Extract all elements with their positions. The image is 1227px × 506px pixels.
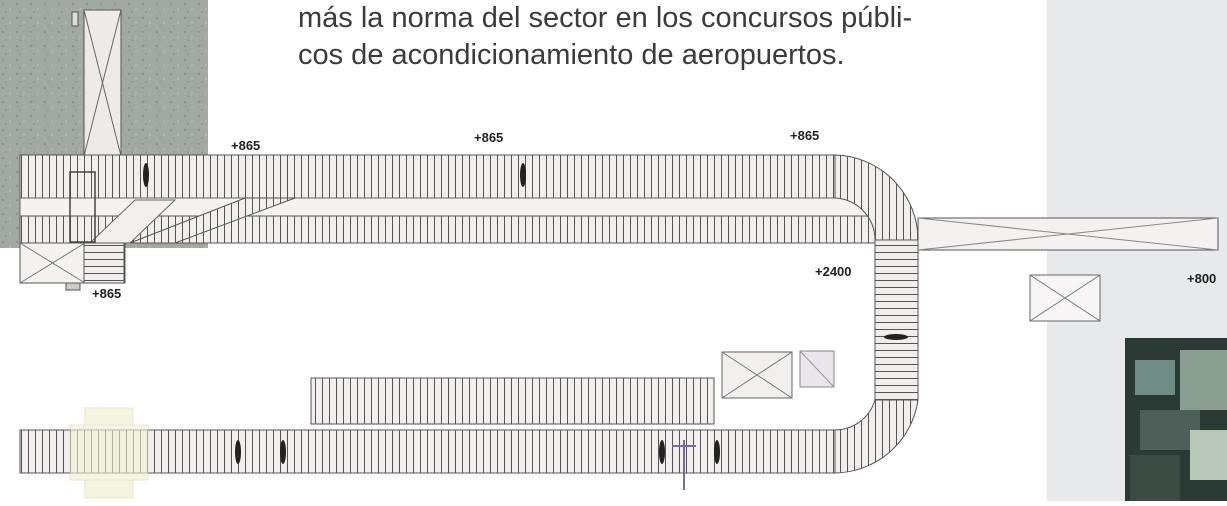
paragraph-line: cos de acondicionamiento de aeropuertos.	[298, 39, 845, 71]
elevation-label: +2400	[815, 264, 852, 279]
post-marker	[672, 440, 696, 490]
top-conveyor	[19, 154, 836, 199]
junction-box	[19, 171, 126, 291]
exit-conveyor	[917, 217, 1219, 251]
bottom-conveyor	[19, 429, 836, 474]
cross-marker	[69, 407, 149, 499]
middle-conveyor	[310, 377, 715, 425]
elevation-label: +865	[231, 138, 260, 153]
crossed-box-right	[1029, 274, 1101, 322]
elevation-label: +865	[92, 286, 121, 301]
body-paragraph: más la norma del sector en los concursos…	[298, 0, 1018, 74]
elevation-label: +865	[474, 130, 503, 145]
bottom-right-curve	[832, 399, 919, 474]
elevation-label: +865	[790, 128, 819, 143]
crossed-box-small	[799, 350, 835, 388]
vertical-conveyor	[874, 239, 919, 401]
belt-markers	[143, 163, 908, 464]
photo-thumbnail	[1125, 338, 1227, 501]
vertical-chute	[71, 9, 122, 157]
elevation-label: +800	[1187, 271, 1216, 286]
crossed-box-large	[721, 351, 793, 399]
paragraph-line: más la norma del sector en los concursos…	[298, 2, 913, 34]
